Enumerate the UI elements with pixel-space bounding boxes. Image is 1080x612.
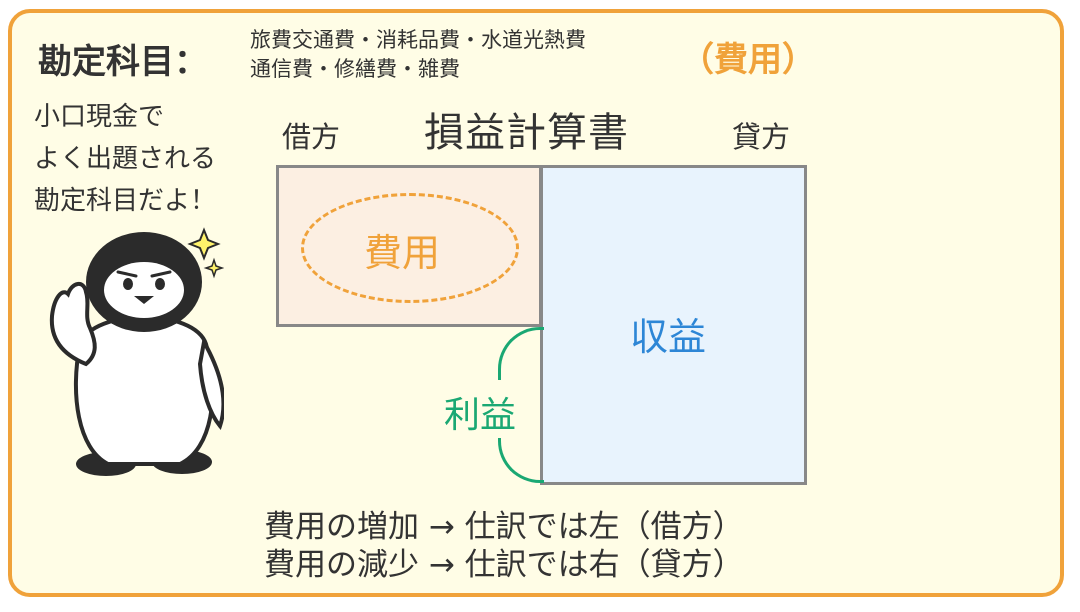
penguin-illustration — [49, 227, 224, 476]
profit-bracket-gap — [488, 380, 508, 438]
account-title-label: 勘定科目： — [38, 42, 208, 82]
debit-label: 借方 — [282, 120, 341, 154]
income-statement-title: 損益計算書 — [424, 110, 629, 156]
revenue-box — [540, 165, 807, 485]
account-items-list: 旅費交通費・消耗品費・水道光熱費 通信費・修繕費・雑費 — [250, 26, 586, 84]
sparkle-icon — [187, 227, 221, 261]
penguin-left-eye — [123, 278, 133, 290]
revenue-label: 収益 — [630, 315, 707, 359]
speech-line-3: 勘定科目だよ！ — [34, 186, 217, 216]
sparkle-small-icon — [203, 257, 224, 279]
profit-label: 利益 — [444, 395, 517, 436]
speech-line-1: 小口現金で — [34, 102, 165, 132]
penguin-face — [104, 262, 184, 318]
penguin-right-flipper — [197, 336, 224, 431]
rule-decrease: 費用の減少 → 仕訳では右（貸方） — [264, 547, 744, 583]
category-label: （費用） — [680, 40, 816, 80]
penguin-beak — [134, 296, 154, 304]
rule-increase: 費用の増加 → 仕訳では左（借方） — [264, 509, 744, 545]
account-items-line-1: 旅費交通費・消耗品費・水道光熱費 — [250, 28, 586, 52]
expense-label: 費用 — [364, 231, 441, 275]
speech-text: 小口現金で よく出題される 勘定科目だよ！ — [34, 96, 216, 222]
account-items-line-2: 通信費・修繕費・雑費 — [250, 57, 460, 81]
penguin-left-brow — [116, 270, 138, 278]
penguin-right-eye — [155, 278, 165, 290]
expense-highlight-oval — [301, 193, 519, 303]
penguin-body — [73, 315, 215, 466]
penguin-right-brow — [150, 270, 172, 278]
penguin-raised-flipper — [49, 282, 97, 367]
journal-rules: 費用の増加 → 仕訳では左（借方） 費用の減少 → 仕訳では右（貸方） — [264, 508, 744, 584]
credit-label: 貸方 — [732, 120, 791, 154]
speech-line-2: よく出題される — [34, 144, 217, 174]
